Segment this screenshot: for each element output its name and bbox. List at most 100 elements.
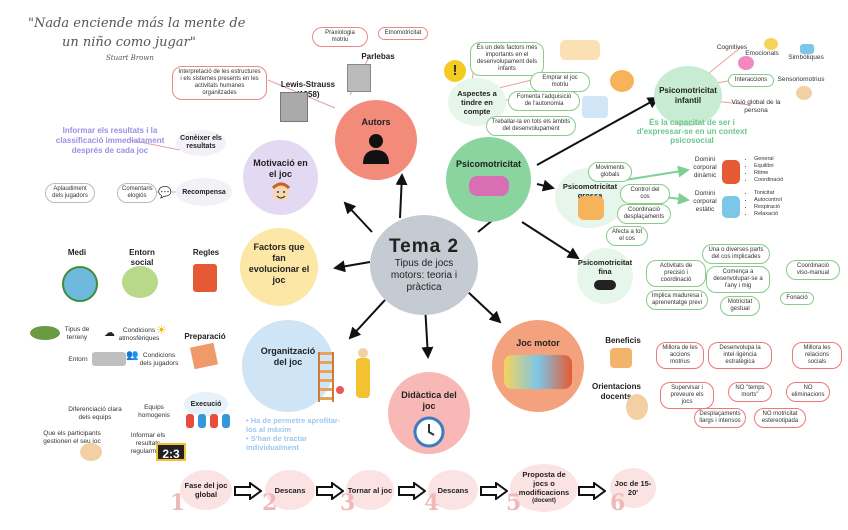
- informar-label: Informar els resultats regularment: [130, 432, 166, 455]
- people-icon: 👥: [126, 350, 139, 361]
- fina-item-gestual: Motricitat gestual: [720, 296, 760, 316]
- aspectes-item-1: És un dels factors més importants en el …: [470, 42, 544, 76]
- fina-item-fonacio: Fonació: [780, 292, 814, 305]
- brain-icon: [738, 56, 754, 70]
- aplaudiment-pill: Aplaudiment dels jugadors: [45, 183, 95, 203]
- dinamic-item: Ritme: [754, 170, 783, 177]
- scoreboard: 2:3: [156, 443, 186, 461]
- dinamic-list: General Equilibri Ritme Coordinació: [746, 156, 783, 184]
- beneficis-label: Beneficis: [605, 336, 641, 345]
- kid-jump-icon: [578, 196, 604, 220]
- step-5-label: Proposta de jocs o modificacions: [518, 470, 570, 497]
- lewis-label: Lewis-Strauss (1958): [280, 80, 336, 99]
- parlebas-photo: [347, 64, 371, 92]
- beneficis-item-1: Millora de les accions motrius: [656, 342, 704, 369]
- arrow-icon: [316, 481, 345, 505]
- step-1-number: 1: [170, 490, 186, 516]
- fina-item-comenca: Comença a desenvolupar-se a l'any i mig: [706, 266, 770, 293]
- clock-icon: [413, 416, 445, 448]
- baby-icon: [796, 86, 812, 100]
- kids-illustration-1: [560, 40, 600, 60]
- lewis-photo: [280, 92, 308, 122]
- regles-label: Regles: [192, 248, 220, 257]
- arrow-to-autors: [395, 173, 408, 219]
- bullet-2: • S'han de tractar individualment: [246, 434, 308, 452]
- arrow-icon: [480, 481, 509, 505]
- grossa-item-coordinacio: Coordinació desplaçaments: [617, 204, 671, 224]
- bullet-2-text: S'han de tractar individualment: [246, 434, 308, 452]
- bullet-1: • Ha de permetre aprofitar-los al màxim: [246, 416, 341, 434]
- motivacio-node: Motivació en el joc: [243, 140, 318, 215]
- step-5-number: 5: [506, 490, 522, 516]
- center-node: Tema 2 Tipus de jocs motors: teoria i pr…: [370, 215, 478, 315]
- grossa-item-afecta: Afecta a tot el cos: [606, 226, 648, 246]
- fina-item-precisio: Activitats de precisió i coordinació: [646, 260, 706, 287]
- fina-node: Psicomotricitat fina: [577, 248, 633, 304]
- symbol-icon: [800, 44, 814, 54]
- kid-illustration-2: [610, 70, 634, 92]
- capacitat-text: És la capacitat de ser i d'expressar-se …: [636, 118, 748, 145]
- infantil-item-emocionals: Emocionals: [745, 50, 779, 57]
- kids-playground-icon: [504, 355, 572, 389]
- center-subtitle: Tipus de jocs motors: teoria i pràctica: [390, 258, 458, 293]
- motivacio-label: Motivació en el joc: [253, 158, 308, 179]
- globe-icon: [62, 266, 98, 302]
- quote-author: Stuart Brown: [106, 54, 154, 62]
- step-6-node: Joc de 15-20': [610, 468, 656, 508]
- psicomot-node: Psicomotricitat: [446, 137, 531, 222]
- dinamic-item: General: [754, 156, 783, 163]
- step-3-node: Tornar al joc: [346, 470, 394, 510]
- dinamic-item: Equilibri: [754, 163, 783, 170]
- infantil-node: Psicomotricitat infantil: [654, 66, 722, 126]
- arrow-to-motivacio: [343, 201, 373, 233]
- fina-item-maduresa: Implica maduresa i aprenentatge previ: [646, 290, 708, 310]
- condicions-label: Condicions atmosfèriques: [118, 327, 160, 342]
- orient-item-4: Desplaçaments llargs i intensos: [694, 408, 746, 428]
- arrow-icon: [578, 481, 607, 505]
- step-5-sub: (docent): [532, 498, 556, 504]
- arrow-to-infantil: [536, 97, 660, 166]
- aspectes-item-2: Emprar el joc motriu: [530, 72, 590, 92]
- jocmotor-node: Joc motor: [492, 320, 584, 412]
- estatic-label: Domini corporal estàtic: [693, 190, 717, 213]
- emoji-icon: [764, 38, 778, 50]
- motivacio-note: Informar els resultats i la classificaci…: [55, 126, 165, 155]
- infantil-item-sensoriomotrius: Sensoriomotrius: [777, 76, 825, 83]
- comentaris-pill: Comentaris elogiós: [117, 183, 157, 203]
- orient-item-5: NO motricitat estereotipada: [754, 408, 806, 428]
- quote-line-1: "Nada enciende más la mente de: [28, 16, 246, 31]
- aspectes-item-4: Treballar-la en tots els àmbits del dese…: [486, 116, 576, 136]
- factors-label: Factors que fan evolucionar el joc: [248, 242, 310, 285]
- sun-icon: ☀: [156, 323, 167, 337]
- center-title: Tema 2: [388, 236, 460, 257]
- parlebas-note: Interpretació de les estructures i els s…: [172, 66, 267, 100]
- child-icon: [271, 182, 290, 201]
- terrain-icon: [30, 326, 60, 340]
- rules-icon: [193, 264, 217, 292]
- terreny-label: Tipus de terreny: [64, 326, 90, 341]
- person-icon: [363, 133, 389, 164]
- estatic-list: Tonicitat Autocontrol Respiració Relaxac…: [746, 190, 782, 218]
- arrow-to-dinamic: [624, 165, 690, 181]
- infantil-item-visio: Visió global de la persona: [731, 99, 781, 114]
- arrow-to-jocmotor: [467, 291, 502, 324]
- organitzacio-bullets: • Ha de permetre aprofitar-los al màxim …: [246, 416, 344, 452]
- autors-node: Autors: [335, 100, 417, 180]
- didactica-label: Didàctica del joc: [401, 390, 457, 411]
- participants-label: Que els participants gestionen el seu jo…: [43, 430, 101, 445]
- autors-label: Autors: [361, 116, 391, 127]
- entorn-label: Entorn social: [129, 248, 155, 267]
- arrow-icon: [398, 481, 427, 505]
- step-2-number: 2: [262, 490, 278, 516]
- preparacio-label: Preparació: [184, 332, 226, 341]
- arrow-to-fina: [521, 221, 580, 260]
- hand-icon: [594, 280, 616, 290]
- infantil-item-cognitives: Cognitives: [716, 44, 748, 51]
- dinamic-item: Coordinació: [754, 177, 783, 184]
- kid-balance-icon: [722, 160, 740, 184]
- kid-illustration-3: [582, 96, 608, 118]
- estatic-item: Autocontrol: [754, 197, 782, 204]
- equips-label: Equips homogenis: [138, 404, 170, 419]
- kids-roller-icon: [468, 176, 509, 196]
